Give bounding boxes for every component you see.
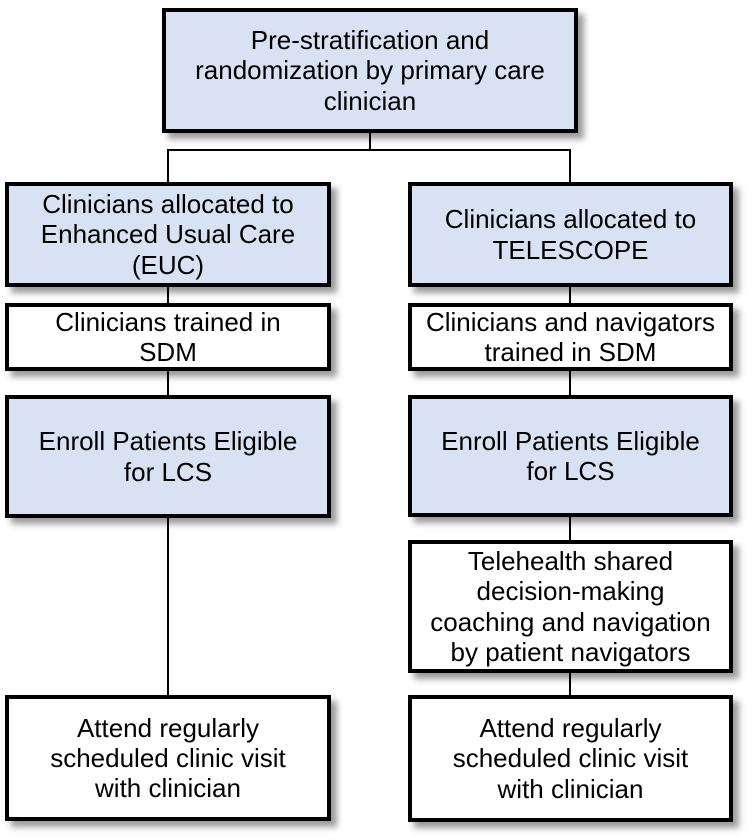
connector-euc-enroll-attend (167, 518, 169, 695)
node-euc-allocated: Clinicians allocated to Enhanced Usual C… (5, 182, 331, 287)
node-telescope-coaching-navigation: Telehealth shared decision-making coachi… (408, 540, 733, 673)
node-euc-trained-sdm: Clinicians trained in SDM (5, 303, 331, 371)
node-telescope-allocated: Clinicians allocated to TELESCOPE (408, 182, 733, 287)
connector-left-drop (167, 149, 169, 182)
connector-split-horizontal (167, 149, 571, 151)
connector-euc-trained-enroll (167, 371, 169, 395)
node-telescope-enroll-patients: Enroll Patients Eligible for LCS (408, 395, 733, 517)
node-euc-attend-visit: Attend regularly scheduled clinic visit … (5, 695, 331, 821)
connector-telescope-coaching-attend (569, 673, 571, 695)
connector-right-drop (569, 149, 571, 182)
node-telescope-trained-sdm: Clinicians and navigators trained in SDM (408, 303, 733, 371)
connector-telescope-trained-enroll (569, 371, 571, 395)
node-prestratification-randomization: Pre-stratification and randomization by … (162, 8, 578, 133)
connector-telescope-allocated-trained (569, 287, 571, 303)
node-telescope-attend-visit: Attend regularly scheduled clinic visit … (408, 695, 733, 822)
node-euc-enroll-patients: Enroll Patients Eligible for LCS (5, 395, 331, 518)
connector-root-stub (369, 133, 371, 150)
connector-euc-allocated-trained (167, 287, 169, 303)
connector-telescope-enroll-coaching (569, 517, 571, 540)
